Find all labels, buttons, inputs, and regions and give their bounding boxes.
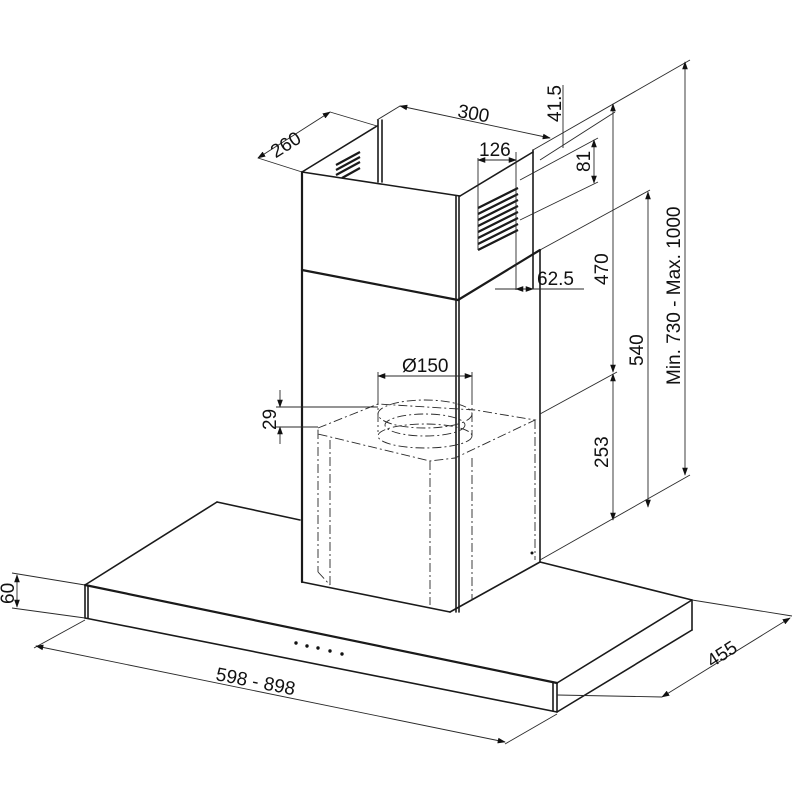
- dim-canopy-width: 598 - 898: [214, 664, 297, 700]
- dimension-lines: [11, 59, 793, 745]
- dim-duct-diameter: Ø150: [402, 356, 448, 377]
- lower-chimney: [300, 249, 541, 613]
- dim-canopy-height: 60: [0, 583, 19, 604]
- dim-grille-height: 81: [574, 151, 595, 172]
- dim-mid-height: 540: [627, 334, 648, 366]
- dim-grille-side-offset: 62.5: [537, 269, 574, 290]
- control-button-1: [294, 641, 298, 645]
- dim-canopy-depth: 455: [703, 637, 741, 672]
- motor-housing-hidden: [317, 396, 537, 605]
- control-panel: [294, 641, 344, 656]
- rear-vent-grille: [335, 151, 361, 179]
- dim-top-offset: 41.5: [545, 85, 566, 122]
- canopy: [83, 501, 693, 713]
- control-button-2: [305, 644, 309, 648]
- dimension-labels: 260 300 41.5 126 81 62.5 470 540 253 Min…: [0, 85, 741, 700]
- dim-upper-chimney-height: 470: [592, 253, 613, 285]
- dim-grille-width: 126: [479, 140, 511, 161]
- dim-duct-collar-height: 29: [260, 409, 281, 430]
- dim-total-height: Min. 730 - Max. 1000: [664, 207, 685, 385]
- control-button-5: [340, 652, 344, 656]
- control-button-4: [328, 649, 332, 653]
- dim-chimney-depth: 260: [267, 128, 305, 163]
- control-button-3: [316, 646, 320, 650]
- dim-chimney-width: 300: [456, 101, 491, 127]
- dim-lower-chimney-height: 253: [592, 436, 613, 468]
- side-vent-grille: [477, 187, 519, 251]
